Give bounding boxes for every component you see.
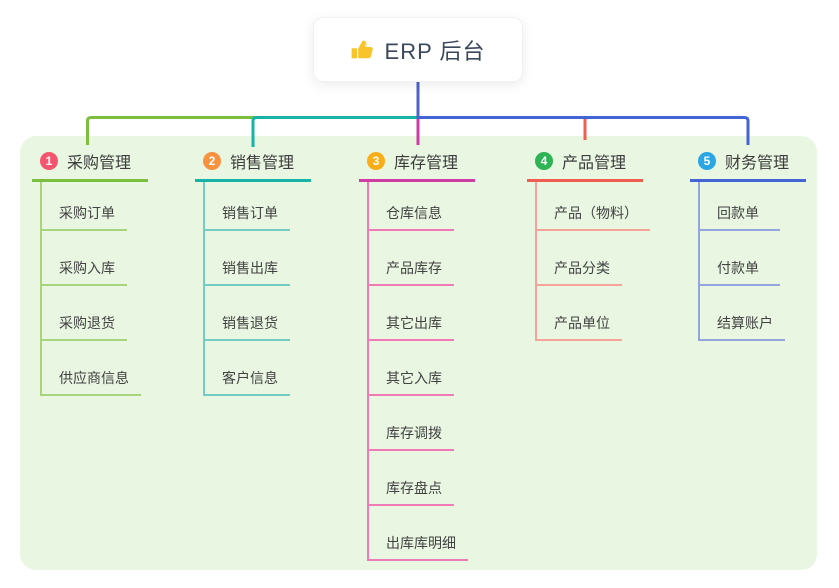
- branch-children: 仓库信息产品库存其它出库其它入库库存调拨库存盘点出库库明细: [367, 182, 468, 561]
- branch-1: 1 采购管理采购订单采购入库采购退货供应商信息: [32, 147, 195, 396]
- mindmap-board: [20, 136, 817, 570]
- child-node[interactable]: 产品分类: [537, 231, 622, 286]
- branch-4: 4 产品管理产品（物料）产品分类产品单位: [527, 147, 690, 341]
- branch-label: 库存管理: [394, 155, 459, 172]
- branch-label: 财务管理: [725, 155, 790, 172]
- branch-badge-3: 3: [367, 152, 385, 170]
- child-node[interactable]: 其它入库: [369, 341, 454, 396]
- branch-label: 产品管理: [562, 155, 627, 172]
- branch-3: 3 库存管理仓库信息产品库存其它出库其它入库库存调拨库存盘点出库库明细: [359, 147, 522, 561]
- branch-title-2[interactable]: 2 销售管理: [195, 147, 311, 182]
- child-node[interactable]: 库存调拨: [369, 396, 454, 451]
- child-node[interactable]: 结算账户: [700, 286, 785, 341]
- branch-children: 销售订单销售出库销售退货客户信息: [203, 182, 290, 396]
- child-node[interactable]: 其它出库: [369, 286, 454, 341]
- thumbs-up-icon: [351, 38, 375, 62]
- child-node[interactable]: 采购订单: [42, 182, 127, 231]
- branch-5: 5 财务管理回款单付款单结算账户: [690, 147, 839, 341]
- child-node[interactable]: 产品（物料）: [537, 182, 650, 231]
- child-node[interactable]: 产品单位: [537, 286, 622, 341]
- child-node[interactable]: 销售出库: [205, 231, 290, 286]
- child-node[interactable]: 回款单: [700, 182, 780, 231]
- branch-title-5[interactable]: 5 财务管理: [690, 147, 806, 182]
- branch-title-1[interactable]: 1 采购管理: [32, 147, 148, 182]
- child-node[interactable]: 产品库存: [369, 231, 454, 286]
- branch-2: 2 销售管理销售订单销售出库销售退货客户信息: [195, 147, 358, 396]
- child-node[interactable]: 采购入库: [42, 231, 127, 286]
- branch-badge-5: 5: [698, 152, 716, 170]
- child-node[interactable]: 客户信息: [205, 341, 290, 396]
- child-node[interactable]: 销售订单: [205, 182, 290, 231]
- branch-label: 销售管理: [230, 155, 295, 172]
- branch-title-3[interactable]: 3 库存管理: [359, 147, 475, 182]
- child-node[interactable]: 仓库信息: [369, 182, 454, 231]
- branch-children: 回款单付款单结算账户: [698, 182, 785, 341]
- branch-badge-4: 4: [535, 152, 553, 170]
- branch-badge-2: 2: [203, 152, 221, 170]
- root-node[interactable]: ERP 后台: [313, 17, 523, 82]
- branch-badge-1: 1: [40, 152, 58, 170]
- child-node[interactable]: 销售退货: [205, 286, 290, 341]
- child-node[interactable]: 采购退货: [42, 286, 127, 341]
- branch-children: 采购订单采购入库采购退货供应商信息: [40, 182, 141, 396]
- root-title: ERP 后台: [384, 38, 486, 64]
- child-node[interactable]: 付款单: [700, 231, 780, 286]
- branch-label: 采购管理: [67, 155, 132, 172]
- child-node[interactable]: 出库库明细: [369, 506, 468, 561]
- branch-children: 产品（物料）产品分类产品单位: [535, 182, 650, 341]
- child-node[interactable]: 库存盘点: [369, 451, 454, 506]
- branch-title-4[interactable]: 4 产品管理: [527, 147, 643, 182]
- child-node[interactable]: 供应商信息: [42, 341, 141, 396]
